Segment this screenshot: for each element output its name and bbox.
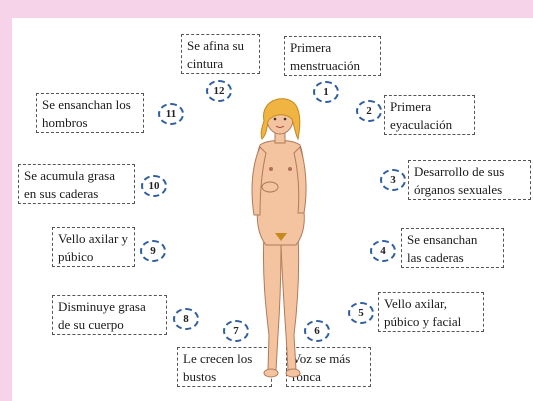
label-box-3: Desarrollo de sus órganos sexuales [408,160,531,200]
number-circle-10: 10 [141,175,167,197]
number-circle-5: 5 [348,302,374,324]
number-circle-7: 7 [223,320,249,342]
label-box-12: Se afina su cintura [181,34,260,74]
label-box-1: Primera menstruación [284,36,381,76]
number-circle-8: 8 [173,308,199,330]
number-circle-12: 12 [206,80,232,102]
number-circle-9: 9 [140,240,166,262]
label-box-4: Se ensanchan las caderas [401,228,504,268]
label-box-7: Le crecen los bustos [177,347,272,387]
label-box-5: Vello axilar, púbico y facial [378,292,484,332]
number-circle-6: 6 [304,320,330,342]
label-box-6: Voz se más ronca [286,347,371,387]
number-circle-1: 1 [313,81,339,103]
label-box-11: Se ensanchan los hombros [36,93,144,133]
label-box-9: Vello axilar y púbico [52,227,135,267]
number-circle-11: 11 [158,103,184,125]
female-body-illustration [251,98,307,378]
label-box-2: Primera eyaculación [384,95,475,135]
number-circle-2: 2 [356,100,382,122]
number-circle-4: 4 [370,240,396,262]
label-box-8: Disminuye grasa de su cuerpo [52,295,167,335]
number-circle-3: 3 [380,169,406,191]
label-box-10: Se acumula grasa en sus caderas [18,164,135,204]
